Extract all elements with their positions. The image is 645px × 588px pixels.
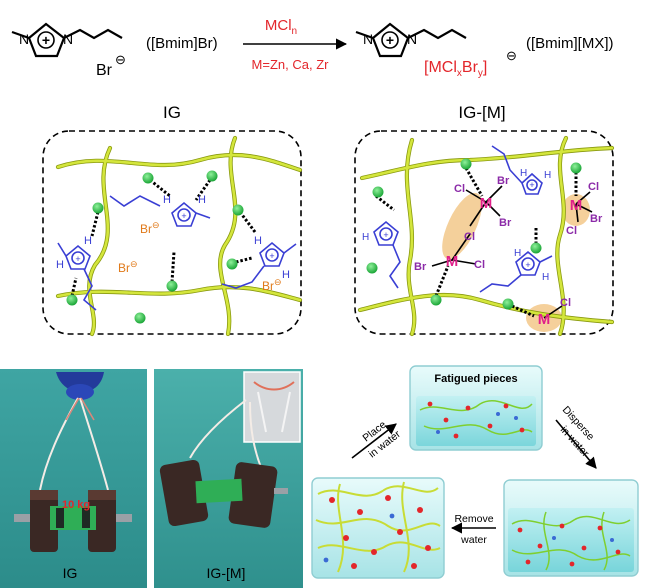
ligand-cl-bridge: Cl [464,231,475,243]
cation-n1: N [19,31,29,47]
ig-m-coordination-bonds [375,167,578,318]
ig-m-imidazolium-rings [373,145,553,293]
ig-green-sites [66,170,244,324]
reagent-condition: M=Zn, Ca, Zr [252,57,330,72]
ligand-cl-1: Cl [454,183,465,195]
reactant-anion: Br [96,62,113,79]
ig-m-h-label-1: H [520,168,527,179]
ig-ring1-charge: + [181,211,186,221]
ligand-cl-3: Cl [588,181,599,193]
ig-polymer-fibers [55,135,303,337]
ig-br-anion-1: Br⊖ [140,220,160,236]
metal-center-1: M [480,195,493,212]
ig-m-ring1-charge: + [529,180,534,190]
reaction-scheme: + N N Br ⊖ ([Bmim]Br) MCln M=Zn, Ca, Zr … [11,17,614,79]
box-fatigued-pieces: Fatigued pieces [409,365,543,451]
ig-br-anion-3: Br⊖ [262,277,282,293]
ig-m-ring3-charge: + [525,260,530,270]
reactant-imidazolium-cation: + N N [11,22,123,58]
ligand-br-2: Br [499,217,512,229]
left-panel-title: IG [163,103,181,122]
ig-hydrogen-bonds [70,178,257,297]
product-cation-n2: N [407,31,417,47]
photo1-weight-label: 10 kg [62,499,90,511]
arrow-place-in-water [351,423,397,459]
ig-h-label-3: H [56,259,64,271]
photo2-inset [243,371,301,443]
right-panel-title: IG-[M] [458,103,505,122]
ligand-br-4: Br [590,213,603,225]
arrow-disperse-in-water [555,419,597,469]
ligand-br-3: Br [414,261,427,273]
ig-m-network-panel: M M M M Cl Br Br Cl Br Cl Cl Cl Br Cl [354,130,615,337]
product-cation-n1: N [363,31,373,47]
reactant-anion-charge: ⊖ [115,52,126,67]
ig-m-h-label-3: H [362,232,369,243]
ig-m-h-label-2: H [544,170,551,181]
ig-h-label-5: H [254,235,262,247]
ig-m-h-label-5: H [542,272,549,283]
ig-network-panel: + + + H H H H H H Br⊖ Br⊖ Br⊖ [42,130,303,337]
ig-m-ligands: Cl Br Br Cl Br Cl Cl Cl Br Cl [414,175,603,309]
ig-m-panel-frame [354,130,614,335]
photo1-caption: IG [63,565,78,581]
ig-ring2-charge: + [75,254,80,264]
ligand-cl-4: Cl [566,225,577,237]
ig-h-label-4: H [84,235,92,247]
arrow-remove-label-1: Remove [454,513,493,525]
product-cation-charge: + [386,32,394,48]
box-dispersed [503,479,639,577]
ig-h-label-1: H [163,194,171,206]
metal-center-4: M [538,311,551,328]
product-anion: [MClxBry] [424,59,487,79]
ligand-cl-5: Cl [560,297,571,309]
ig-ring3-charge: + [269,251,274,261]
ig-m-metal-centers: M M M M [446,195,583,328]
ig-br-anion-2: Br⊖ [118,259,138,275]
metal-center-3: M [570,197,583,214]
ig-m-h-label-4: H [514,248,521,259]
arrow-remove-label-2: water [460,534,487,546]
cation-charge: + [42,32,50,48]
reactant-name: ([Bmim]Br) [146,35,218,52]
reagent-label: MCln [265,17,297,37]
metal-center-2: M [446,253,459,270]
product-imidazolium-cation: + N N [355,22,467,58]
ig-m-green-sites [366,158,582,310]
photo2-caption: IG-[M] [207,565,246,581]
ligand-cl-2: Cl [474,259,485,271]
cation-n2: N [63,31,73,47]
recycling-cycle: Fatigued pieces Place in water Disperse … [311,365,639,579]
box-recycled-gel [311,477,445,579]
ig-m-ring2-charge: + [383,230,388,240]
photo-ig-dumbbell: 10 kg IG [0,369,147,588]
ig-panel-frame [42,130,302,335]
photo-ig-m-dumbbell: IG-[M] [154,369,303,588]
ig-h-label-2: H [198,194,206,206]
ligand-br-1: Br [497,175,510,187]
product-anion-charge: ⊖ [506,48,517,63]
product-name: ([Bmim][MX]) [526,35,614,52]
ig-h-label-6: H [282,269,290,281]
box-fatigued-label: Fatigued pieces [434,373,517,385]
ig-imidazolium-rings [57,195,297,311]
